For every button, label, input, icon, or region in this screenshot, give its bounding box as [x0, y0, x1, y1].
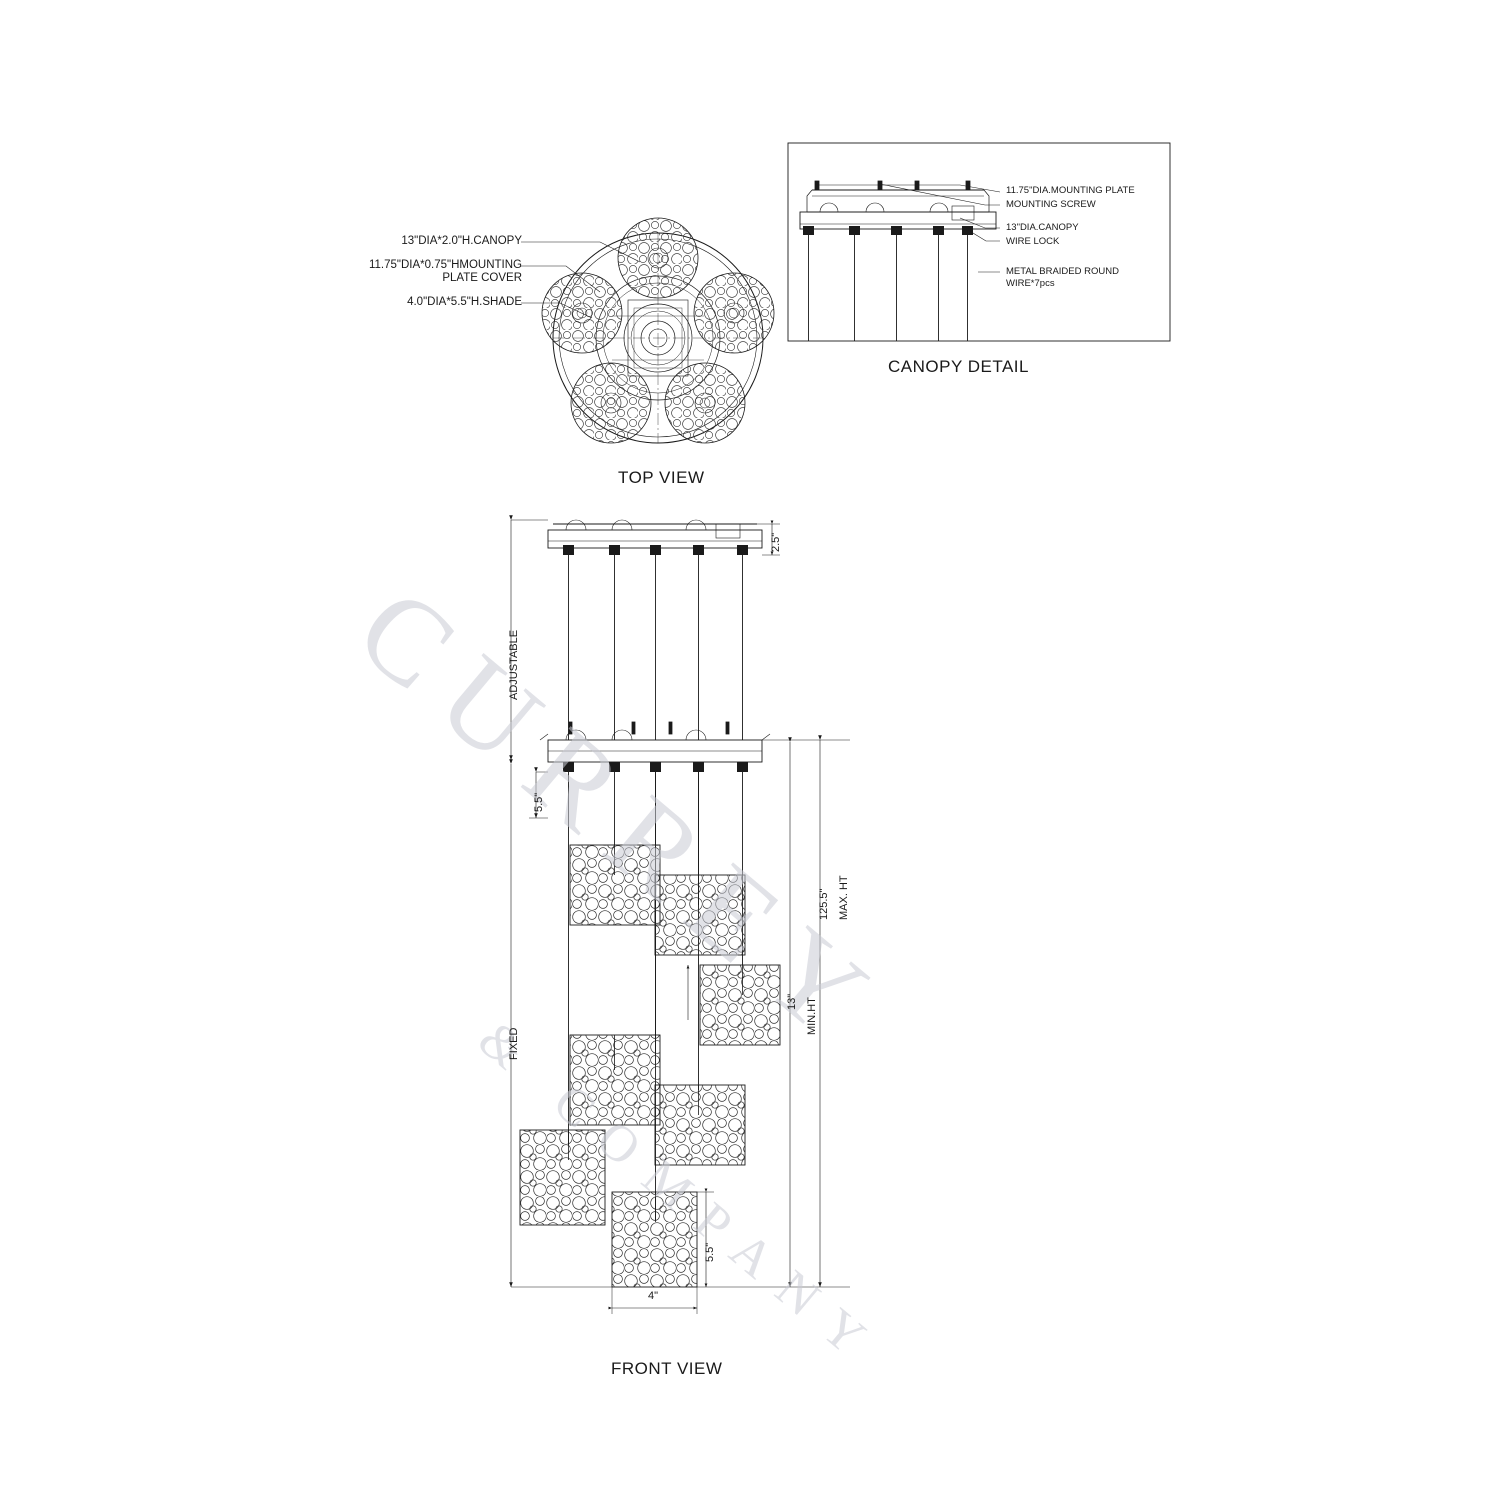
- dim-shade-width: 4": [648, 1290, 659, 1302]
- callout-canopy: 13"DIA*2.0"H.CANOPY: [401, 235, 522, 247]
- dim-plate-drop: 5.5": [533, 792, 545, 812]
- dim-min-height-value: 13": [786, 993, 798, 1010]
- note-mounting-screw: MOUNTING SCREW: [1006, 199, 1096, 210]
- callout-shade: 4.0"DIA*5.5"H.SHADE: [407, 296, 522, 308]
- canopy-detail-title: CANOPY DETAIL: [888, 357, 1029, 376]
- note-wire-lock: WIRE LOCK: [1006, 236, 1060, 247]
- note-canopy: 13"DIA.CANOPY: [1006, 222, 1079, 233]
- front-view-geometry: [509, 515, 850, 1314]
- dim-min-height-label: MIN.HT: [806, 997, 818, 1035]
- callout-mounting-plate-cover: 11.75"DIA*0.75"HMOUNTING PLATE COVER: [368, 259, 522, 284]
- dim-shade-height: 5.5": [704, 1242, 716, 1262]
- canopy-detail-geometry: [787, 142, 1171, 342]
- top-view-geometry: [521, 217, 775, 444]
- note-braided-wire: METAL BRAIDED ROUND WIRE*7pcs: [1006, 266, 1119, 289]
- dim-adjustable: ADJUSTABLE: [508, 629, 520, 700]
- dim-max-height-value: 125.5": [818, 888, 830, 920]
- dim-fixed: FIXED: [508, 1027, 520, 1060]
- dim-canopy-height: 2.5": [770, 532, 782, 552]
- note-mounting-plate: 11.75"DIA.MOUNTING PLATE: [1006, 185, 1135, 196]
- front-view-title: FRONT VIEW: [611, 1359, 723, 1378]
- dim-max-height-label: MAX. HT: [838, 875, 850, 920]
- top-view-title: TOP VIEW: [618, 468, 705, 487]
